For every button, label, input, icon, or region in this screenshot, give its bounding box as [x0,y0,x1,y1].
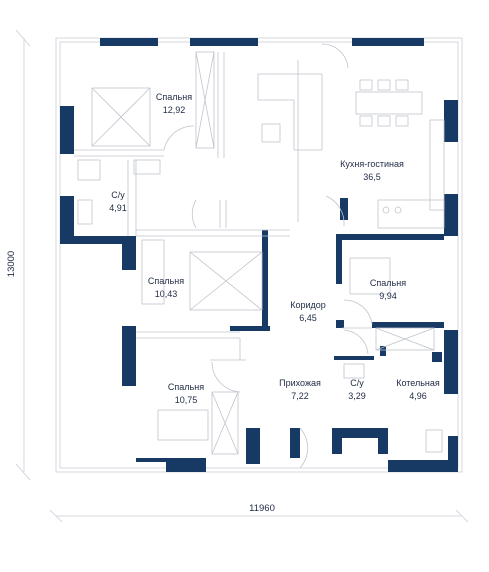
bathroom-fixtures [77,159,443,453]
room-area: 12,92 [163,105,186,115]
room-bathroom-2: С/у 3,29 [348,378,366,401]
width-dimension: 11960 [249,503,275,514]
room-kitchen-living: Кухня-гостиная 36,5 [340,159,404,182]
room-name: Котельная [396,378,440,388]
room-name: С/у [350,378,364,388]
room-area: 36,5 [363,172,381,182]
room-name: Прихожая [279,378,321,388]
room-name: Коридор [290,300,326,310]
bedroom-furniture [141,239,435,455]
room-name: Спальня [156,92,192,102]
room-bathroom-1: С/у 4,91 [109,190,127,213]
room-area: 4,96 [409,391,427,401]
height-dimension: 13000 [6,251,17,277]
room-area: 3,29 [348,391,366,401]
room-area: 10,75 [175,395,198,405]
room-hallway: Прихожая 7,22 [279,378,321,401]
room-name: С/у [111,190,125,200]
room-bedroom-4: Спальня 10,75 [168,382,204,405]
room-area: 9,94 [379,291,397,301]
dimension-lines [15,29,469,523]
room-boiler-room: Котельная 4,96 [396,378,440,401]
room-bedroom-1: Спальня 12,92 [156,92,192,115]
room-area: 10,43 [155,289,178,299]
kitchen-furniture [257,73,445,229]
door-swings [163,43,373,469]
room-name: Спальня [148,276,184,286]
house-outline [55,37,463,473]
room-bedroom-3: Спальня 9,94 [370,278,406,301]
room-name: Спальня [168,382,204,392]
exterior-walls [60,38,458,472]
room-bedroom-2: Спальня 10,43 [148,276,184,299]
room-area: 6,45 [299,313,317,323]
room-corridor: Коридор 6,45 [290,300,326,323]
room-area: 4,91 [109,203,127,213]
room-name: Кухня-гостиная [340,159,404,169]
bed-top-left [91,51,215,149]
room-area: 7,22 [291,391,309,401]
partitions [74,52,372,361]
room-name: Спальня [370,278,406,288]
interior-walls [230,198,444,362]
